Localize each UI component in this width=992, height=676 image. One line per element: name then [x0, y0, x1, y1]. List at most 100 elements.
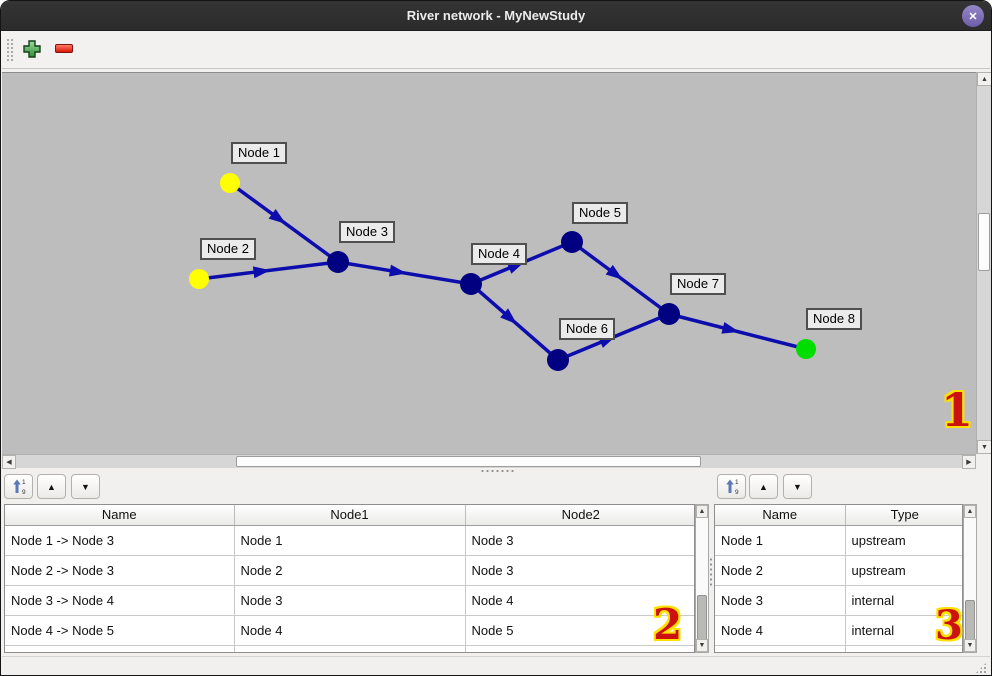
table-cell[interactable]: Node 1: [234, 525, 466, 556]
reaches-move-up-button[interactable]: ▲: [37, 474, 66, 499]
scroll-up-button[interactable]: ▲: [696, 505, 708, 518]
table-cell[interactable]: Node 4: [465, 585, 694, 616]
table-cell[interactable]: Node 3: [465, 555, 694, 586]
close-button[interactable]: ✕: [962, 5, 984, 27]
vertical-scroll-thumb[interactable]: [978, 213, 990, 271]
close-icon: ✕: [968, 10, 978, 23]
scroll-left-button[interactable]: ◀: [2, 455, 16, 469]
table-cell[interactable]: upstream: [845, 555, 962, 586]
flow-direction-arrow-icon: [388, 264, 407, 277]
scroll-down-button[interactable]: ▼: [977, 440, 991, 454]
node-label[interactable]: Node 4: [471, 243, 527, 265]
reaches-table-scrollbar[interactable]: ▲ ▼: [695, 504, 709, 653]
table-cell[interactable]: internal: [845, 585, 962, 616]
canvas-horizontal-scrollbar[interactable]: ◀ ▶: [2, 454, 976, 469]
table-row-empty: [715, 645, 962, 652]
table-cell[interactable]: Node 3: [715, 585, 846, 616]
river-node[interactable]: [189, 269, 209, 289]
river-node[interactable]: [658, 303, 680, 325]
river-node[interactable]: [796, 339, 816, 359]
scroll-up-button[interactable]: ▲: [964, 505, 976, 518]
scroll-right-button[interactable]: ▶: [962, 455, 976, 469]
resize-grip[interactable]: [975, 662, 987, 674]
table-cell[interactable]: Node 3: [465, 525, 694, 556]
table-cell[interactable]: Node 4: [234, 615, 466, 646]
table-cell[interactable]: Node 4: [715, 615, 846, 646]
node-label[interactable]: Node 6: [559, 318, 615, 340]
up-arrow-icon: ▲: [966, 508, 974, 515]
column-header[interactable]: Name: [715, 505, 846, 526]
svg-text:1: 1: [22, 479, 26, 486]
table-cell[interactable]: Node 2: [234, 555, 466, 586]
river-node[interactable]: [547, 349, 569, 371]
up-arrow-icon: ▲: [47, 481, 56, 492]
node-label[interactable]: Node 3: [339, 221, 395, 243]
table-cell[interactable]: Node 1 -> Node 3: [5, 525, 235, 556]
annotation-number: 3: [935, 602, 963, 649]
horizontal-splitter[interactable]: [2, 468, 991, 473]
column-header[interactable]: Node2: [465, 505, 694, 526]
scroll-down-button[interactable]: ▼: [964, 639, 976, 652]
node-label[interactable]: Node 1: [231, 142, 287, 164]
main-toolbar: [2, 31, 990, 69]
window-title: River network - MyNewStudy: [406, 8, 586, 23]
reaches-move-down-button[interactable]: ▼: [71, 474, 100, 499]
flow-direction-arrow-icon: [252, 266, 271, 279]
annotation-number: 1: [941, 383, 974, 437]
nodes-move-down-button[interactable]: ▼: [783, 474, 812, 499]
table-cell[interactable]: Node 4 -> Node 5: [5, 615, 235, 646]
nodes-move-up-button[interactable]: ▲: [749, 474, 778, 499]
vertical-scroll-thumb[interactable]: [965, 600, 975, 641]
table-cell[interactable]: Node 2 -> Node 3: [5, 555, 235, 586]
column-header[interactable]: Name: [5, 505, 235, 526]
add-node-button[interactable]: [22, 39, 42, 59]
scroll-up-button[interactable]: ▲: [977, 72, 991, 86]
table-cell[interactable]: Node 1: [715, 525, 846, 556]
flow-direction-arrow-icon: [268, 208, 286, 224]
node-label[interactable]: Node 2: [200, 238, 256, 260]
column-header[interactable]: Type: [845, 505, 962, 526]
annotation-number: 2: [653, 600, 683, 649]
toolbar-drag-handle[interactable]: [6, 38, 14, 62]
reaches-sort-button[interactable]: 1 9: [4, 474, 33, 499]
column-header[interactable]: Node1: [234, 505, 466, 526]
canvas-vertical-scrollbar[interactable]: ▲ ▼: [976, 72, 991, 454]
down-arrow-icon: ▼: [981, 443, 988, 451]
sort-ascending-icon: 1 9: [12, 479, 26, 495]
table-cell[interactable]: Node 3 -> Node 4: [5, 585, 235, 616]
table-cell[interactable]: Node 2: [715, 555, 846, 586]
river-node[interactable]: [220, 173, 240, 193]
node-label[interactable]: Node 7: [670, 273, 726, 295]
river-node[interactable]: [561, 231, 583, 253]
vertical-scroll-thumb[interactable]: [697, 595, 707, 641]
horizontal-scroll-thumb[interactable]: [236, 456, 701, 467]
up-arrow-icon: ▲: [759, 481, 768, 492]
node-label[interactable]: Node 5: [572, 202, 628, 224]
down-arrow-icon: ▼: [966, 642, 974, 649]
table-cell[interactable]: Node 3: [234, 585, 466, 616]
river-node[interactable]: [327, 251, 349, 273]
node-label[interactable]: Node 8: [806, 308, 862, 330]
nodes-sort-button[interactable]: 1 9: [717, 474, 746, 499]
vertical-splitter[interactable]: [709, 557, 713, 587]
river-node[interactable]: [460, 273, 482, 295]
scroll-down-button[interactable]: ▼: [696, 639, 708, 652]
remove-node-button[interactable]: [55, 44, 73, 53]
table-cell[interactable]: Node 5: [465, 615, 694, 646]
table-cell[interactable]: internal: [845, 615, 962, 646]
table-cell[interactable]: upstream: [845, 525, 962, 556]
network-canvas[interactable]: Node 1 Node 2 Node 3 Node 4 Node 5 Node 6 Node…: [2, 72, 976, 454]
title-bar: River network - MyNewStudy ✕: [1, 1, 991, 31]
nodes-table-scrollbar[interactable]: ▲ ▼: [963, 504, 977, 653]
right-arrow-icon: ▶: [966, 459, 972, 466]
